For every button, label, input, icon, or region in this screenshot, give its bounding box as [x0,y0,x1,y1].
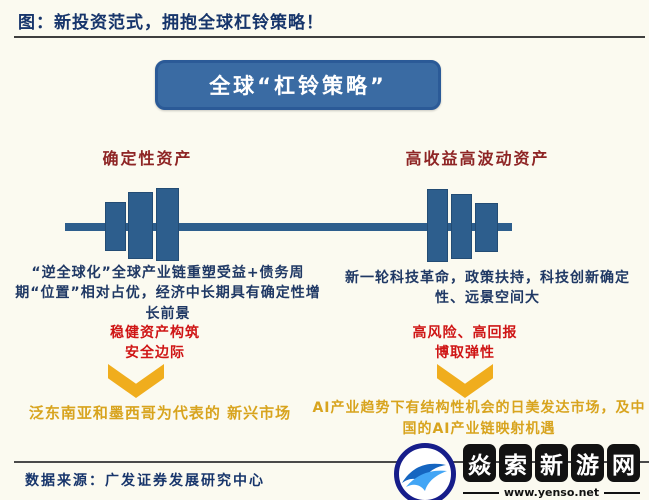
left-conclusion: 泛东南亚和墨西哥为代表的 新兴市场 [28,404,292,422]
watermark-site-name: 焱 索 新 游 网 [463,444,640,482]
left-description: “逆全球化”全球产业链重塑受益+债务周期“位置”相对占优，经济中长期具有确定性增… [15,265,321,322]
title-divider [14,36,645,38]
watermark-char: 焱 [463,444,496,482]
barbell-bar [65,223,512,231]
watermark-url-row: www.yenso.net [463,486,641,499]
barbell-left-plate-small [105,202,126,251]
left-asset-label: 确定性资产 [102,149,193,168]
barbell-right-plate-medium [451,194,472,259]
strategy-banner-label: 全球“杠铃策略” [209,74,387,98]
footer-divider [14,461,649,463]
right-conclusion: AI产业趋势下有结构性机会的日美发达市场，及中国的AI产业链映射机遇 [312,400,646,437]
watermark-char: 新 [535,444,568,482]
right-description: 新一轮科技革命，政策扶持，科技创新确定性、远景空间大 [345,270,630,307]
right-highlight-line1: 高风险、高回报 [412,325,518,341]
down-arrow-icon [108,364,164,398]
left-highlight-line2: 安全边际 [125,344,185,361]
barbell-right-plate-small [475,203,498,252]
watermark-char: 索 [499,444,532,482]
watermark-char: 游 [571,444,604,482]
barbell-right-plate-large [427,189,448,262]
url-rule-left [463,491,499,494]
barbell-left-plate-large [156,188,179,261]
wave-icon [402,463,447,491]
down-arrow-icon [437,364,493,398]
left-highlight-line1: 稳健资产构筑 [110,325,200,341]
url-rule-right [604,491,641,494]
watermark-logo-circle [394,443,456,500]
data-source: 数据来源：广发证券发展研究中心 [25,473,265,489]
barbell-left-plate-medium [128,192,153,259]
left-highlight: 稳健资产构筑 安全边际 [55,324,255,363]
figure-title: 图：新投资范式，拥抱全球杠铃策略！ [18,13,324,33]
watermark-url: www.yenso.net [503,486,600,499]
right-highlight: 高风险、高回报 博取弹性 [365,324,565,363]
right-asset-label: 高收益高波动资产 [405,149,550,168]
right-highlight-line2: 博取弹性 [435,344,495,361]
watermark-char: 网 [607,444,640,482]
strategy-banner: 全球“杠铃策略” [155,60,441,110]
